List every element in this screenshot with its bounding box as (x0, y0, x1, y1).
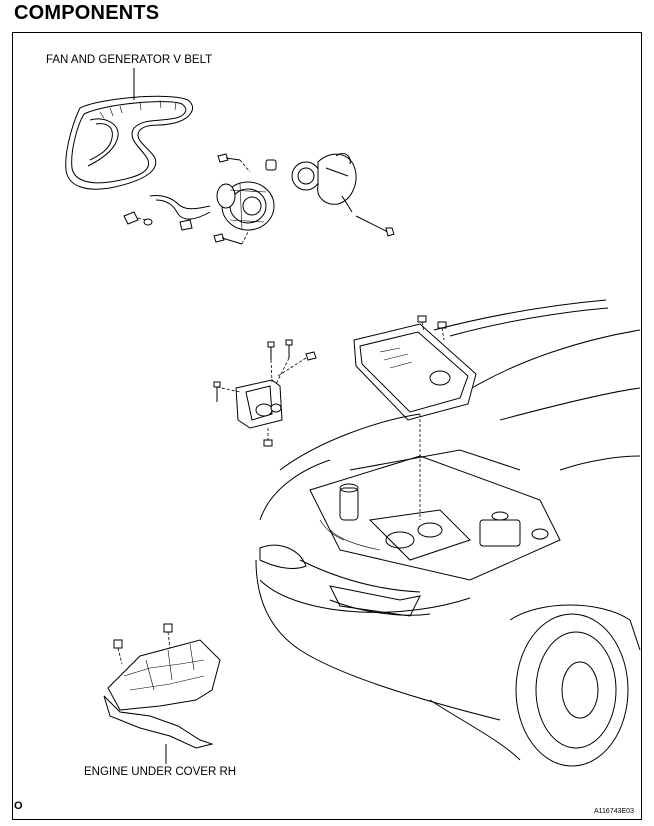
vehicle-outline (255, 299, 641, 767)
engine-under-cover (103, 623, 221, 764)
generator-assembly (123, 153, 275, 245)
label-fan-and-generator-v-belt: FAN AND GENERATOR V BELT (46, 54, 213, 66)
engine-cover (353, 315, 477, 520)
page-mark: O (14, 800, 23, 812)
label-engine-under-cover-rh: ENGINE UNDER COVER RH (84, 766, 237, 778)
engine-mounting-bracket (213, 339, 317, 447)
power-steering-pump (265, 153, 395, 237)
v-belt-illustration (65, 68, 193, 190)
page-title: COMPONENTS (14, 2, 160, 24)
figure-code: A116743E03 (594, 808, 634, 815)
diagram-frame (12, 32, 642, 820)
